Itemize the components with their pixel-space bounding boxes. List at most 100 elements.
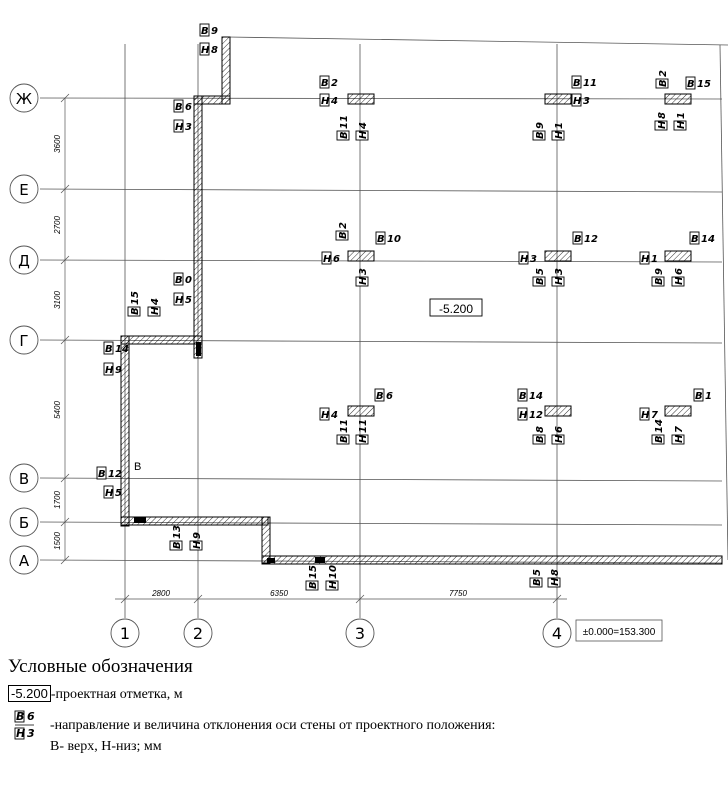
deviation-type: Н bbox=[323, 254, 332, 265]
deviation-type: В bbox=[377, 234, 385, 245]
deviation-mark: Н10 bbox=[325, 565, 339, 591]
deviation-type: Н bbox=[554, 276, 565, 285]
slab-outline-right bbox=[719, 44, 728, 561]
wall-insert bbox=[267, 558, 275, 563]
svg-text:2: 2 bbox=[193, 624, 203, 643]
deviation-type-box bbox=[551, 130, 565, 141]
column bbox=[544, 93, 572, 105]
column bbox=[664, 250, 692, 262]
deviation-value: 1 bbox=[554, 122, 565, 129]
deviation-type: В bbox=[339, 435, 350, 443]
deviation-value: 14 bbox=[701, 234, 715, 245]
deviation-type-box bbox=[199, 23, 210, 37]
deviation-value: 3 bbox=[554, 268, 565, 275]
deviation-mark: В5 bbox=[532, 268, 546, 287]
deviation-value: 8 bbox=[657, 112, 668, 119]
deviation-value: 12 bbox=[529, 410, 543, 421]
wall-axisA-horizontal bbox=[261, 555, 723, 565]
deviation-value: 8 bbox=[550, 569, 561, 576]
legend-title: Условные обозначения bbox=[8, 656, 193, 677]
deviation-type: В bbox=[519, 391, 527, 402]
deviation-mark: В2 bbox=[655, 70, 669, 89]
deviation-type: В bbox=[175, 275, 183, 286]
row-axis-marker: В bbox=[9, 463, 39, 493]
deviation-mark: В8 bbox=[532, 426, 546, 445]
columns bbox=[347, 93, 692, 417]
deviation-value: 0 bbox=[185, 275, 192, 286]
deviation-value: 15 bbox=[697, 79, 711, 90]
deviation-type-box bbox=[654, 120, 668, 131]
legend-dev-bottom-type: Н bbox=[16, 727, 25, 740]
deviation-mark: В2 bbox=[335, 222, 349, 241]
deviation-value: 4 bbox=[358, 122, 369, 130]
deviation-type: Н bbox=[150, 306, 161, 315]
deviation-value: 5 bbox=[115, 488, 122, 499]
deviation-type-box bbox=[336, 130, 350, 141]
deviation-value: 3 bbox=[583, 96, 590, 107]
deviation-type-box bbox=[671, 276, 685, 287]
column bbox=[544, 405, 572, 417]
deviation-value: 6 bbox=[674, 268, 685, 275]
svg-text:4: 4 bbox=[552, 624, 562, 643]
deviation-type: В bbox=[654, 277, 665, 285]
wall-insert bbox=[315, 557, 325, 563]
column-axis-marker: 3 bbox=[345, 618, 375, 648]
deviation-type-box bbox=[693, 388, 704, 402]
deviation-mark: Н6 bbox=[551, 426, 565, 445]
column-axis-marker: 4 bbox=[542, 618, 572, 648]
zero-mark-box bbox=[575, 619, 663, 642]
deviation-type: Н bbox=[105, 488, 114, 499]
row-axis-marker: Б bbox=[9, 507, 39, 537]
deviation-type: В bbox=[172, 541, 183, 549]
deviation-type-box bbox=[305, 580, 319, 591]
row-dimension-ticks bbox=[60, 93, 70, 565]
deviation-type-box bbox=[173, 272, 184, 286]
deviation-value: 3 bbox=[185, 122, 192, 133]
deviation-type-box bbox=[532, 130, 546, 141]
deviation-type: В bbox=[573, 78, 581, 89]
deviation-type: В bbox=[201, 26, 209, 37]
svg-text:3: 3 bbox=[355, 624, 365, 643]
deviation-type-box bbox=[103, 485, 114, 499]
svg-text:Е: Е bbox=[19, 181, 28, 199]
deviation-type: В bbox=[376, 391, 384, 402]
deviation-type: В bbox=[532, 578, 543, 586]
deviation-value: 15 bbox=[130, 291, 141, 305]
deviation-type: В bbox=[535, 277, 546, 285]
deviation-type-box bbox=[147, 306, 161, 317]
wall-top-vertical bbox=[221, 36, 231, 105]
deviation-type: Н bbox=[358, 276, 369, 285]
row-dim-text: 2700 bbox=[53, 216, 62, 235]
row-axis-markers: Ж Е Д Г В Б А bbox=[9, 83, 39, 575]
deviation-value: 4 bbox=[330, 96, 338, 107]
deviation-type: Н bbox=[641, 254, 650, 265]
deviation-value: 3 bbox=[358, 268, 369, 275]
deviation-type-box bbox=[173, 99, 184, 113]
deviation-type-box bbox=[103, 362, 114, 376]
deviation-value: 11 bbox=[339, 115, 350, 129]
column bbox=[664, 405, 692, 417]
deviation-type: Н bbox=[520, 254, 529, 265]
deviation-type-box bbox=[189, 540, 203, 551]
deviation-value: 7 bbox=[674, 426, 685, 433]
deviation-value: 8 bbox=[211, 45, 218, 56]
deviation-type: Н bbox=[358, 434, 369, 443]
column bbox=[664, 93, 692, 105]
deviation-type: Н bbox=[201, 45, 210, 56]
deviation-type-box bbox=[551, 276, 565, 287]
deviation-mark: Н6 bbox=[671, 268, 685, 287]
